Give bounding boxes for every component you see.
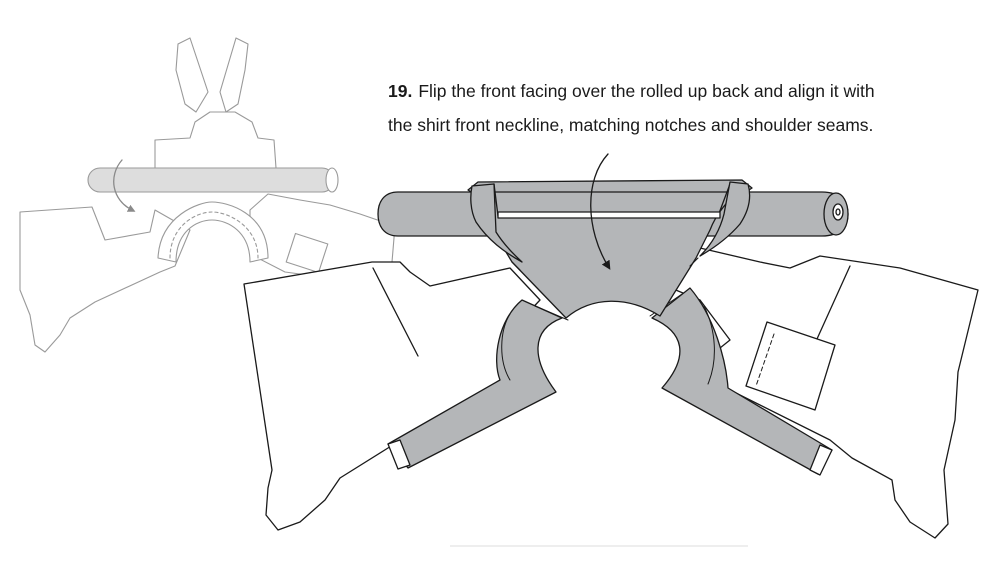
instruction-caption: 19.Flip the front facing over the rolled…	[388, 74, 988, 142]
ghost-roll-end	[326, 168, 338, 192]
prior-step-arrow-icon	[114, 160, 136, 212]
step-number: 19.	[388, 81, 413, 101]
left-roll-flap	[470, 183, 523, 263]
left-fold-line	[372, 267, 419, 357]
ghost-left-front	[20, 207, 190, 352]
right-roll-flap	[699, 181, 751, 257]
flip-arrow-icon	[590, 153, 611, 270]
ghost-pocket	[286, 233, 328, 272]
ghost-rolled-back	[88, 168, 334, 192]
roll-end-core	[835, 208, 841, 216]
left-facing	[387, 299, 569, 470]
main-illustration	[243, 153, 979, 539]
ghost-neckline-stitch	[170, 212, 258, 258]
ghost-yoke	[155, 112, 276, 172]
previous-step-ghost	[20, 38, 395, 352]
chest-pocket	[745, 321, 836, 411]
right-fold-line	[811, 265, 851, 351]
caption-line-2: the shirt front neckline, matching notch…	[388, 115, 874, 135]
facing-binding	[497, 211, 721, 219]
ghost-collar	[176, 38, 248, 112]
right-facing	[649, 287, 833, 476]
caption-line-1: 19.Flip the front facing over the rolled…	[388, 74, 988, 108]
caption-text-1: Flip the front facing over the rolled up…	[418, 81, 875, 101]
ghost-neckline	[158, 202, 268, 262]
facing-neck-edge	[511, 257, 699, 271]
